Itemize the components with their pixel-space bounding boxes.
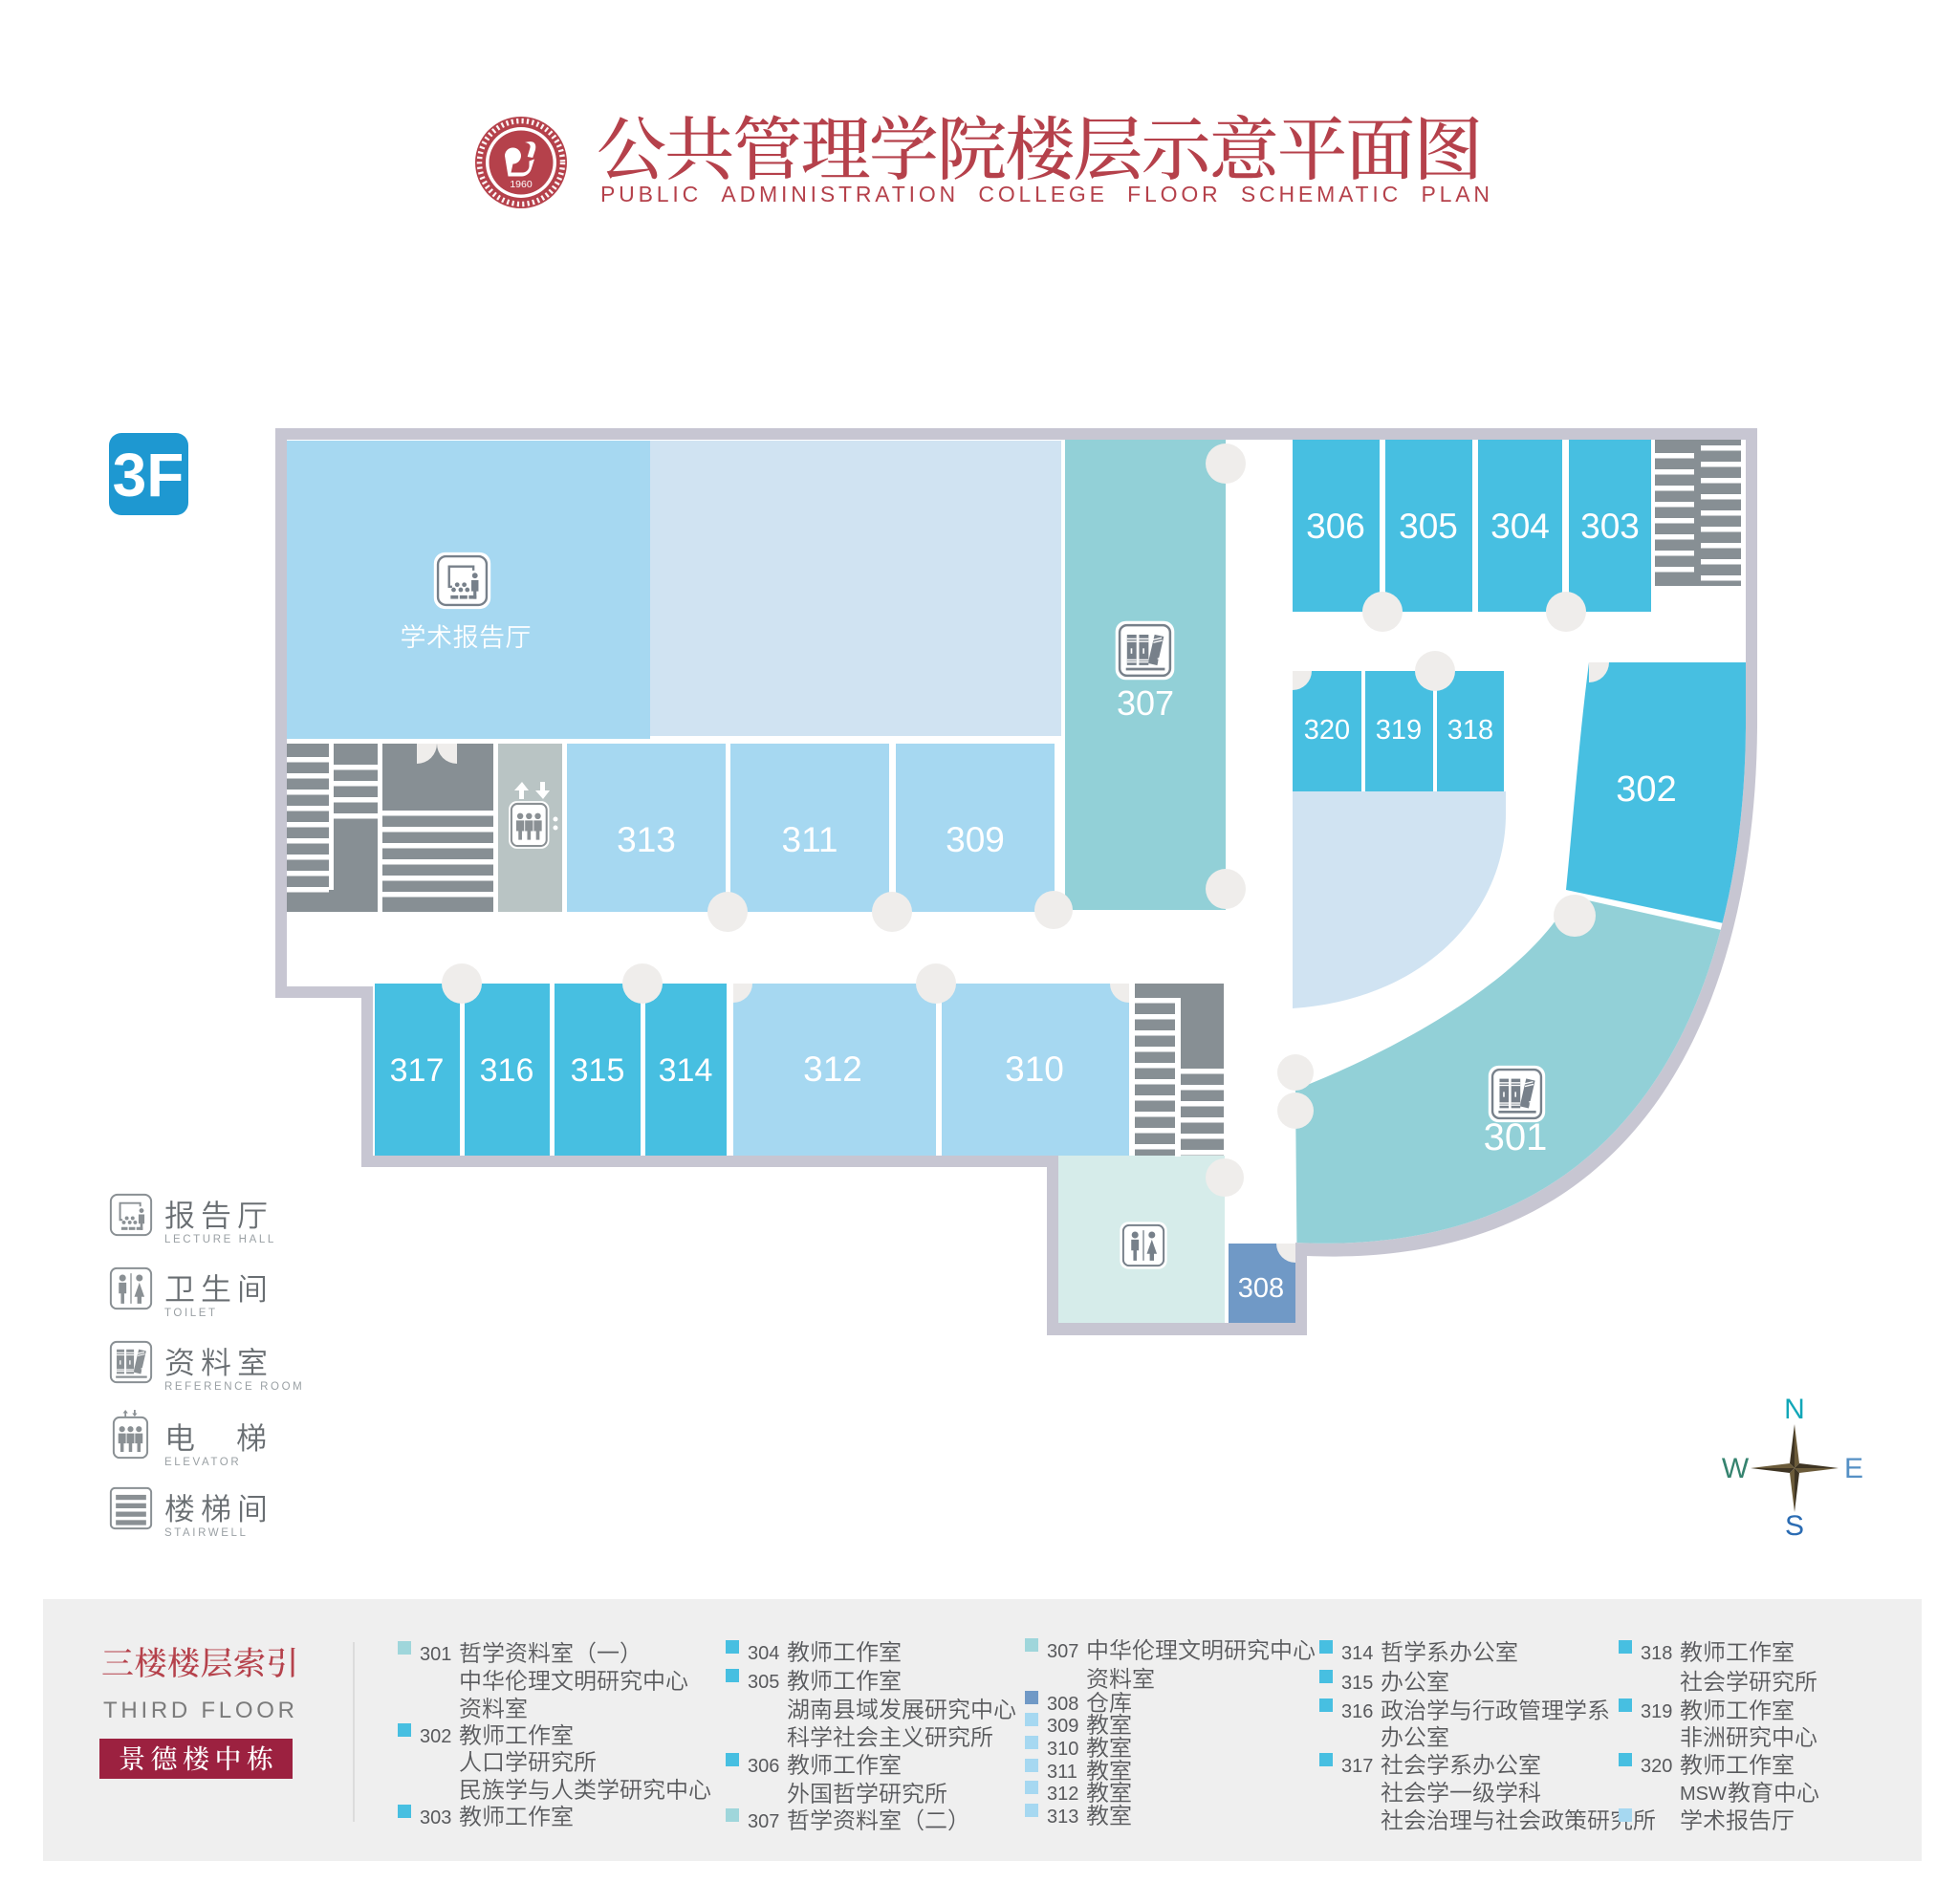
svg-text:306: 306 [1306, 507, 1365, 546]
svg-text:319: 319 [1376, 715, 1422, 746]
svg-text:305: 305 [1399, 507, 1458, 546]
svg-text:304: 304 [748, 1643, 779, 1664]
svg-text:308: 308 [1047, 1694, 1078, 1715]
svg-text:307: 307 [748, 1811, 779, 1832]
svg-text:317: 317 [1341, 1756, 1373, 1777]
svg-text:307: 307 [1047, 1641, 1078, 1662]
svg-text:315: 315 [571, 1052, 625, 1089]
svg-text:3F: 3F [113, 441, 185, 509]
svg-text:310: 310 [1047, 1739, 1078, 1760]
svg-text:317: 317 [390, 1052, 445, 1089]
svg-text:309: 309 [946, 820, 1005, 859]
svg-text:303: 303 [420, 1807, 451, 1828]
svg-text:TOILET: TOILET [164, 1308, 218, 1319]
svg-text:319: 319 [1641, 1701, 1672, 1722]
svg-text:STAIRWELL: STAIRWELL [164, 1527, 249, 1539]
svg-text:MSW: MSW [1680, 1784, 1727, 1805]
svg-text:302: 302 [420, 1726, 451, 1747]
svg-text:LECTURE HALL: LECTURE HALL [164, 1234, 276, 1245]
svg-text:303: 303 [1580, 507, 1640, 546]
svg-text:PUBLIC ADMINISTRATION COLLEG: PUBLIC ADMINISTRATION COLLEGE FLOOR SCHE… [600, 182, 1490, 206]
svg-text:311: 311 [1047, 1762, 1077, 1783]
svg-text:313: 313 [617, 820, 676, 859]
svg-text:315: 315 [1341, 1673, 1373, 1694]
svg-text:314: 314 [659, 1052, 713, 1089]
svg-text:302: 302 [1616, 769, 1676, 810]
svg-text:301: 301 [420, 1644, 451, 1665]
svg-text:312: 312 [803, 1049, 862, 1089]
svg-text:318: 318 [1641, 1643, 1672, 1664]
svg-text:307: 307 [1117, 683, 1174, 723]
svg-text:320: 320 [1304, 715, 1350, 746]
svg-text:N: N [1784, 1394, 1805, 1425]
svg-text:308: 308 [1238, 1273, 1284, 1304]
svg-text:314: 314 [1341, 1643, 1373, 1664]
svg-text:E: E [1844, 1453, 1863, 1484]
svg-text:1960: 1960 [510, 179, 533, 190]
svg-text:ELEVATOR: ELEVATOR [164, 1457, 241, 1468]
svg-text:301: 301 [1484, 1116, 1548, 1158]
svg-text:309: 309 [1047, 1716, 1078, 1737]
svg-text:316: 316 [480, 1052, 534, 1089]
svg-text:318: 318 [1447, 715, 1493, 746]
svg-text:306: 306 [748, 1756, 779, 1777]
svg-text:305: 305 [748, 1672, 779, 1693]
svg-text:313: 313 [1047, 1807, 1078, 1828]
svg-text:S: S [1785, 1510, 1804, 1542]
svg-text:W: W [1722, 1453, 1750, 1484]
svg-text:310: 310 [1005, 1049, 1064, 1089]
svg-text:320: 320 [1641, 1756, 1672, 1777]
svg-text:316: 316 [1341, 1701, 1373, 1722]
svg-text:311: 311 [782, 820, 838, 859]
svg-text:REFERENCE ROOM: REFERENCE ROOM [164, 1381, 304, 1393]
svg-text:304: 304 [1490, 507, 1550, 546]
svg-text:312: 312 [1047, 1784, 1078, 1805]
